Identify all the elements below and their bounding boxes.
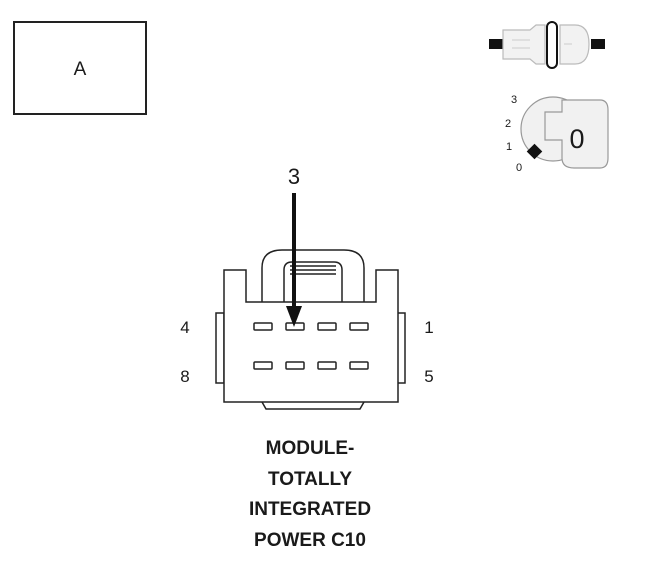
ignition-position-2: 2: [505, 118, 511, 130]
caption-line-3: INTEGRATED: [248, 499, 372, 520]
pin-label-bottom-right: 5: [424, 367, 433, 386]
ignition-key-label: 0: [569, 124, 584, 154]
pin-cavity: [285, 361, 305, 370]
disconnected-connector-icon: [489, 21, 605, 69]
ignition-off-icon: 3 2 1 0 0: [505, 94, 609, 174]
pin-label-top-right: 1: [424, 318, 433, 337]
pin-cavity: [253, 322, 273, 331]
caption-line-2: TOTALLY: [267, 468, 353, 490]
pin-label-top-left: 4: [180, 318, 189, 337]
connector-body: [215, 249, 406, 410]
pin-cavity: [349, 322, 369, 331]
pin-cavity: [317, 361, 337, 370]
pin-callout-arrow: [286, 193, 302, 327]
arrow-pin-label: 3: [288, 164, 300, 189]
pin-label-bottom-left: 8: [180, 367, 189, 386]
view-label-box: A: [13, 21, 147, 115]
pin-cavity: [349, 361, 369, 370]
caption-line-4: POWER C10: [254, 529, 366, 551]
view-label-text: A: [74, 59, 87, 80]
pin-cavities: [253, 322, 369, 370]
pin-cavity: [317, 322, 337, 331]
caption-line-1: MODULE-: [265, 438, 355, 459]
ignition-position-3: 3: [511, 94, 517, 106]
ignition-position-1: 1: [506, 141, 512, 153]
connector-caption: MODULE- TOTALLY INTEGRATED POWER C10: [200, 434, 420, 556]
ignition-position-0: 0: [516, 162, 522, 174]
pin-cavity: [253, 361, 273, 370]
